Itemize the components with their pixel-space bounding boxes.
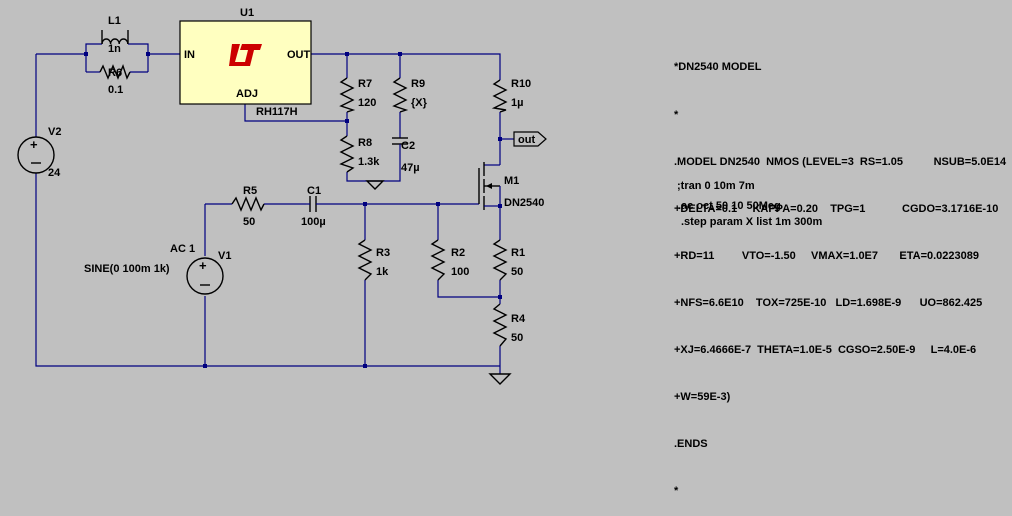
c2-value: 47µ <box>401 162 420 174</box>
resistor-r5[interactable]: R5 50 <box>231 185 265 228</box>
junction-dot <box>498 295 502 299</box>
r10-value: 1µ <box>511 97 523 109</box>
junction-dot <box>398 52 402 56</box>
r3-name: R3 <box>376 247 390 259</box>
v2-value: 24 <box>48 167 61 179</box>
u1-part: RH117H <box>256 106 298 118</box>
junction-dot <box>84 52 88 56</box>
spice-line: +DELTA=0.1 KAPPA=0.20 TPG=1 CGDO=3.1716E… <box>674 202 999 215</box>
u1-pin-adj: ADJ <box>236 88 258 100</box>
mosfet-m1[interactable]: M1 DN2540 <box>478 162 544 210</box>
spice-model-block: *DN2540 MODEL * .MODEL DN2540 NMOS (LEVE… <box>674 29 1006 516</box>
u1-pin-out: OUT <box>287 49 311 61</box>
r7-value: 120 <box>358 97 376 109</box>
plus-sign: + <box>30 137 38 152</box>
m1-name: M1 <box>504 175 519 187</box>
resistor-r1[interactable]: R1 50 <box>492 239 525 281</box>
spice-tran-directive[interactable]: ;tran 0 10m 7m <box>677 180 755 192</box>
r7-name: R7 <box>358 78 372 90</box>
schematic-svg: L1 1n R6 0.1 U1 IN OUT ADJ RH117H + V2 2… <box>17 7 547 385</box>
m1-value: DN2540 <box>504 197 544 209</box>
junction-dot <box>203 364 207 368</box>
resistor-r8[interactable]: R8 1.3k <box>339 135 380 173</box>
resistor-r3[interactable]: R3 1k <box>357 239 390 281</box>
spice-line: *DN2540 MODEL <box>674 61 762 74</box>
r8-value: 1.3k <box>358 156 380 168</box>
spice-line: .ENDS <box>674 438 708 451</box>
spice-step-directive[interactable]: .step param X list 1m 300m <box>681 216 823 228</box>
voltage-source-v1[interactable]: + AC 1 V1 SINE(0 100m 1k) <box>84 243 231 295</box>
spice-line: +RD=11 VTO=-1.50 VMAX=1.0E7 ETA=0.022308… <box>674 249 980 262</box>
r4-name: R4 <box>511 313 526 325</box>
v1-ac: AC 1 <box>170 243 195 255</box>
linear-logo-icon <box>229 44 262 66</box>
ref-node-icon <box>365 180 385 190</box>
junction-dot <box>345 119 349 123</box>
resistor-r7[interactable]: R7 120 <box>339 77 376 113</box>
plus-sign: + <box>199 258 207 273</box>
schematic-canvas: L1 1n R6 0.1 U1 IN OUT ADJ RH117H + V2 2… <box>17 7 1007 498</box>
r3-value: 1k <box>376 266 389 278</box>
resistor-r10[interactable]: R10 1µ <box>491 78 531 113</box>
junction-dot <box>498 137 502 141</box>
r9-name: R9 <box>411 78 425 90</box>
spice-line: +W=59E-3) <box>674 391 731 404</box>
u1-name: U1 <box>240 7 254 19</box>
l1-name: L1 <box>108 15 121 27</box>
ground-icon <box>488 373 512 385</box>
r2-value: 100 <box>451 266 469 278</box>
out-label-text: out <box>518 134 535 146</box>
r1-name: R1 <box>511 247 525 259</box>
spice-line: .MODEL DN2540 NMOS (LEVEL=3 RS=1.05 NSUB… <box>674 155 1007 168</box>
junction-dot <box>363 202 367 206</box>
wires <box>35 43 514 374</box>
spice-line: +XJ=6.4666E-7 THETA=1.0E-5 CGSO=2.50E-9 … <box>674 344 977 357</box>
c2-name: C2 <box>401 140 415 152</box>
r5-value: 50 <box>243 216 255 228</box>
v1-name: V1 <box>218 250 231 262</box>
spice-ac-directive[interactable]: .ac oct 50 10 50Meg <box>678 200 781 212</box>
u1-pin-in: IN <box>184 49 195 61</box>
resistor-r4[interactable]: R4 50 <box>492 303 526 347</box>
r4-value: 50 <box>511 332 523 344</box>
spice-line: * <box>674 108 679 121</box>
resistor-r9[interactable]: R9 {X} <box>392 77 428 113</box>
r10-name: R10 <box>511 78 531 90</box>
capacitor-c2[interactable]: C2 47µ <box>392 137 420 174</box>
junction-dot <box>345 52 349 56</box>
r9-value: {X} <box>411 97 428 109</box>
junction-dot <box>363 364 367 368</box>
v2-name: V2 <box>48 126 61 138</box>
junction-dot <box>436 202 440 206</box>
regulator-u1[interactable]: U1 IN OUT ADJ RH117H <box>179 7 312 118</box>
r6-value: 0.1 <box>108 84 123 96</box>
r1-value: 50 <box>511 266 523 278</box>
net-label-out[interactable]: out <box>513 131 547 147</box>
capacitor-c1[interactable]: C1 100µ <box>301 185 326 228</box>
v1-value: SINE(0 100m 1k) <box>84 263 170 275</box>
resistor-r2[interactable]: R2 100 <box>430 239 469 281</box>
voltage-source-v2[interactable]: + V2 24 <box>17 126 61 179</box>
r8-name: R8 <box>358 137 372 149</box>
r2-name: R2 <box>451 247 465 259</box>
c1-value: 100µ <box>301 216 326 228</box>
spice-line: * <box>674 485 679 498</box>
inductor-l1[interactable]: L1 1n <box>101 15 129 55</box>
resistor-r6[interactable]: R6 0.1 <box>99 64 131 96</box>
l1-value: 1n <box>108 43 121 55</box>
r6-name: R6 <box>108 67 122 79</box>
junction-dot <box>146 52 150 56</box>
r5-name: R5 <box>243 185 257 197</box>
c1-name: C1 <box>307 185 321 197</box>
spice-line: +NFS=6.6E10 TOX=725E-10 LD=1.698E-9 UO=8… <box>674 296 983 309</box>
